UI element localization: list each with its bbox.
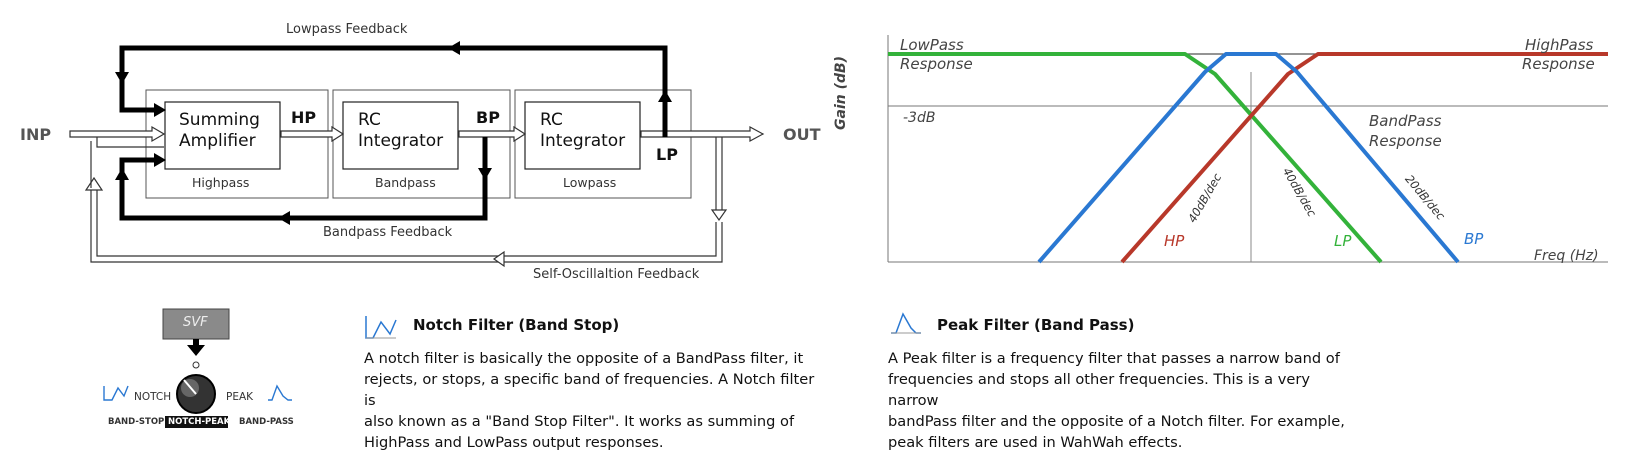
summing-amplifier-line1: Summing (179, 110, 260, 130)
feedback-paths (119, 45, 668, 221)
output-label: OUT (783, 125, 821, 144)
lowpass-feedback-label: Lowpass Feedback (286, 22, 408, 37)
notch-knob-label: NOTCH (134, 391, 172, 403)
notch-line: A notch filter is basically the opposite… (364, 350, 804, 367)
rc-integrator-1-line1: RC (358, 110, 381, 130)
rc-integrator-1-box (342, 101, 459, 170)
peak-line: peak filters are used in WahWah effects. (888, 434, 1183, 451)
svf-control (103, 308, 292, 428)
rc-integrator-2-line1: RC (540, 110, 563, 130)
feedback-arrowheads (115, 41, 672, 225)
bandpass-stage-box (332, 89, 511, 199)
block-diagram (69, 41, 765, 268)
bp-output-label: BP (476, 108, 500, 127)
bandpass-response-label-1: BandPass (1369, 112, 1442, 130)
notch-filter-icon (365, 316, 397, 339)
notch-small-icon (103, 385, 129, 401)
peak-line: bandPass filter and the opposite of a No… (888, 413, 1345, 430)
band-pass-label: BAND-PASS (239, 417, 294, 427)
peak-filter-title: Peak Filter (Band Pass) (937, 316, 1135, 334)
hp-output-label: HP (291, 108, 317, 127)
y-axis-label: Gain (dB) (833, 55, 849, 130)
bp-curve-tag: BP (1464, 230, 1484, 248)
input-arrow (69, 125, 166, 143)
svf-down-arrow (187, 345, 205, 356)
peak-line: frequencies and stops all other frequenc… (888, 371, 1310, 409)
notch-line: also known as a "Band Stop Filter". It w… (364, 413, 795, 430)
hp-to-bp-arrow (280, 125, 345, 143)
lowpass-response-label-1: LowPass (900, 36, 964, 54)
knob-marker (192, 361, 200, 369)
output-arrow (640, 125, 765, 143)
response-chart (887, 35, 1608, 264)
signal-path (69, 125, 765, 268)
bandpass-curve (1037, 52, 1460, 264)
minus-3db-label: -3dB (903, 110, 936, 126)
lp-output-label: LP (656, 145, 678, 164)
bandpass-caption: Bandpass (375, 175, 436, 190)
svf-module-box[interactable] (162, 308, 230, 340)
bandpass-response-label-2: Response (1369, 132, 1442, 150)
x-axis-label: Freq (Hz) (1534, 248, 1599, 264)
summing-amplifier-line2: Amplifier (179, 131, 256, 151)
band-stop-label: BAND-STOP (108, 417, 165, 427)
notch-filter-description: A notch filter is basically the opposite… (364, 348, 824, 453)
self-oscillation-feedback-label: Self-Oscillaltion Feedback (533, 267, 700, 282)
notch-line: HighPass and LowPass output responses. (364, 434, 664, 451)
notch-peak-label: NOTCH-PEAK (168, 417, 231, 427)
lowpass-stage-box (514, 89, 692, 199)
bp-to-lp-arrow (458, 125, 527, 143)
rc-integrator-2-line2: Integrator (540, 131, 626, 151)
peak-filter-icon (891, 312, 921, 334)
rc-integrator-1-line2: Integrator (358, 131, 444, 151)
input-label: INP (20, 125, 52, 144)
summing-amplifier-box (164, 101, 281, 170)
notch-filter-title: Notch Filter (Band Stop) (413, 316, 620, 334)
highpass-curve (1120, 52, 1608, 264)
svf-module-label: SVF (183, 315, 208, 330)
peak-small-icon (268, 384, 292, 401)
notch-peak-label-bg (165, 416, 228, 428)
bandpass-feedback-line (119, 137, 488, 221)
bandpass-feedback-label: Bandpass Feedback (323, 225, 453, 240)
lowpass-feedback-line (119, 45, 668, 137)
highpass-response-label-1: HighPass (1525, 36, 1594, 54)
lowpass-curve (888, 52, 1383, 264)
highpass-stage-box (145, 89, 329, 199)
highpass-response-label-2: Response (1522, 55, 1595, 73)
lowpass-caption: Lowpass (563, 175, 617, 190)
peak-knob-label: PEAK (226, 391, 254, 403)
notch-line: rejects, or stops, a specific band of fr… (364, 371, 815, 409)
peak-filter-description: A Peak filter is a frequency filter that… (888, 348, 1348, 453)
hp-curve-tag: HP (1164, 232, 1185, 250)
knob-pointer (183, 379, 197, 395)
peak-line: A Peak filter is a frequency filter that… (888, 350, 1340, 367)
rc-integrator-2-box (524, 101, 641, 170)
highpass-caption: Highpass (192, 175, 250, 190)
lp-curve-tag: LP (1334, 232, 1352, 250)
lowpass-response-label-2: Response (900, 55, 973, 73)
svf-connector (193, 339, 199, 345)
